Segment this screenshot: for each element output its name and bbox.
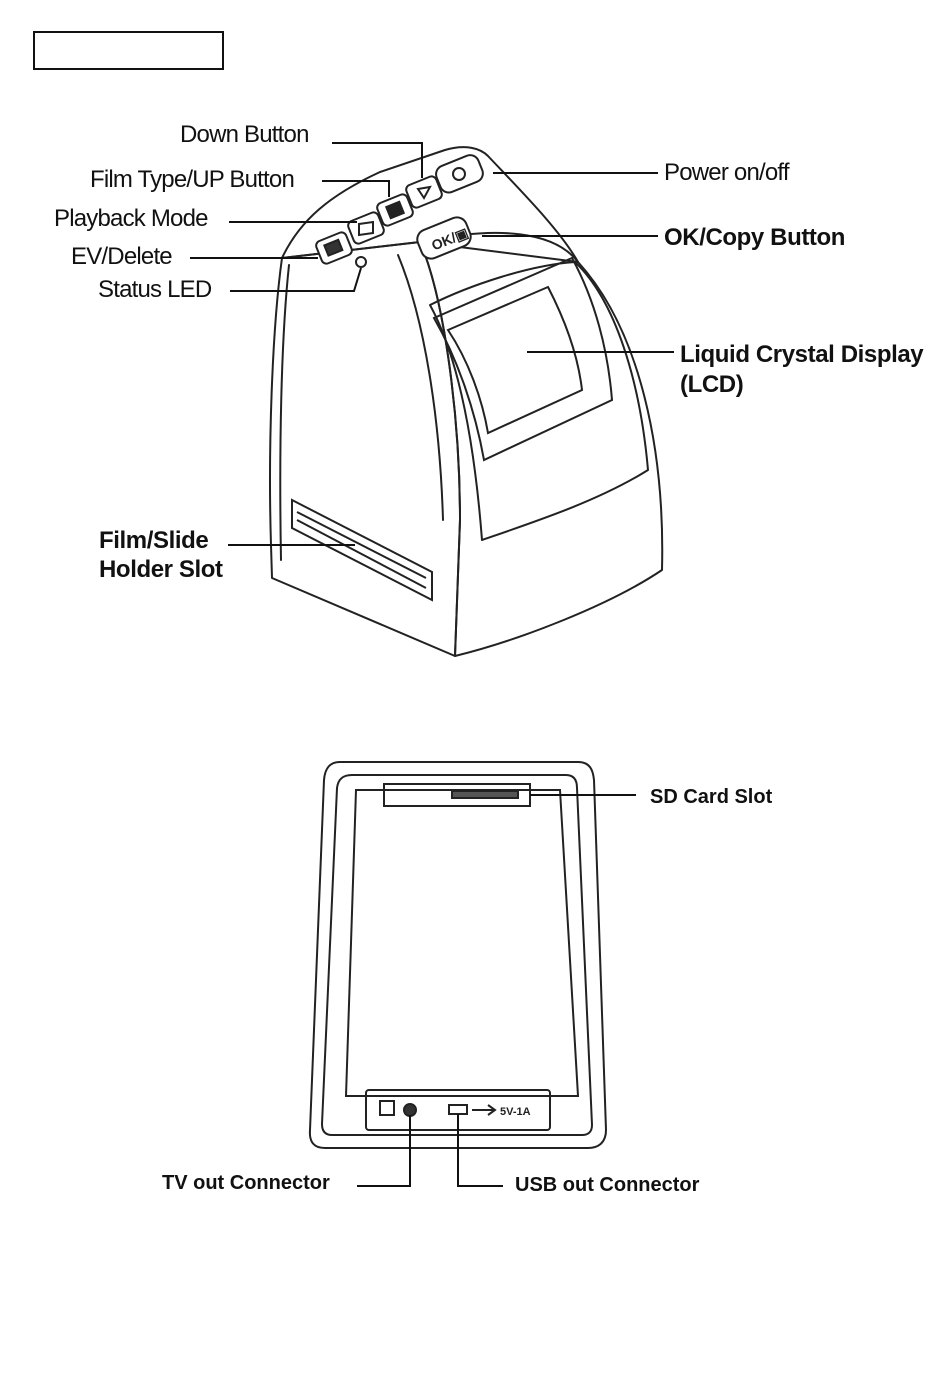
lcd-screen [434, 258, 612, 460]
ev-delete-label: EV/Delete [71, 243, 172, 271]
playback-mode-label: Playback Mode [54, 205, 208, 233]
front-body [420, 233, 662, 656]
film-slot [292, 500, 432, 600]
lcd-label-line2: (LCD) [680, 371, 743, 399]
film-slot-label-line2: Holder Slot [99, 556, 223, 584]
ok-copy-button-label: OK/Copy Button [664, 224, 845, 252]
power-on-off-label: Power on/off [664, 159, 789, 187]
front-bezel [430, 262, 648, 540]
power-button [433, 152, 485, 195]
status-led-label: Status LED [98, 276, 211, 304]
film-type-up-button-label: Film Type/UP Button [90, 166, 294, 194]
usb-rating: 5V-1A [500, 1106, 531, 1118]
lcd-label-line1: Liquid Crystal Display [680, 341, 923, 369]
film-slot-label-line1: Film/Slide [99, 527, 208, 555]
usb-icon [449, 1105, 467, 1114]
down-button-label: Down Button [180, 121, 309, 149]
tv-out-icon [380, 1101, 394, 1115]
sd-slot [384, 784, 530, 806]
tv-out-connector-label: TV out Connector [162, 1169, 330, 1197]
sd-card-slot-label: SD Card Slot [650, 783, 772, 811]
status-led [356, 257, 366, 267]
usb-out-connector-label: USB out Connector [515, 1171, 699, 1199]
